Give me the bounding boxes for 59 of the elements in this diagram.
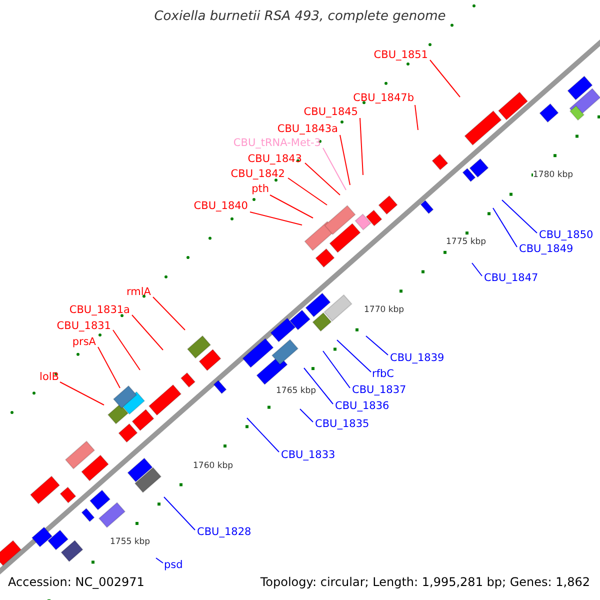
leader-line — [304, 162, 340, 196]
leader-line — [270, 194, 314, 218]
leader-line — [112, 330, 140, 370]
gene-label: CBU_1851 — [374, 49, 428, 62]
gene-label: CBU_1843a — [277, 123, 338, 136]
gene-label: CBU_1837 — [352, 384, 406, 397]
gene-label: CBU_1842 — [230, 168, 285, 181]
scale-label: 1765 kbp — [276, 386, 316, 397]
leader-line — [60, 382, 104, 406]
leader-line — [246, 418, 280, 452]
scale-label: 1760 kbp — [193, 461, 234, 472]
leader-line — [156, 558, 164, 564]
leader-line — [492, 208, 518, 248]
leader-line — [288, 178, 328, 206]
gene-label: CBU_1833 — [281, 449, 336, 462]
leader-line — [336, 340, 372, 372]
leader-line — [98, 346, 120, 388]
gene-label: prsA — [72, 336, 96, 349]
accession-note: Accession: NC_002971 — [8, 575, 144, 590]
title: Coxiella burnetii RSA 493, complete genome — [153, 10, 447, 23]
gene-label: rfbC — [372, 368, 394, 381]
gene-label: CBU_1836 — [335, 400, 390, 413]
gene-label: CBU_1839 — [390, 352, 444, 365]
scale-label: 1755 kbp — [110, 537, 150, 548]
gene-label: CBU_1849 — [519, 243, 574, 256]
gene-label: CBU_1831 — [56, 320, 111, 333]
gene-label: CBU_1831a — [69, 304, 130, 317]
gene-label: pth — [252, 183, 269, 196]
leader-line — [360, 118, 364, 176]
leader-line — [414, 104, 418, 130]
gene-label: CBU_1845 — [304, 106, 358, 119]
scale-label: 1775 kbp — [446, 237, 486, 248]
leader-line — [300, 408, 314, 422]
gene-label: CBU_tRNA-Met-3 — [233, 137, 321, 150]
gene-label: CBU_1835 — [315, 418, 370, 431]
leader-line — [322, 148, 346, 190]
leader-line — [366, 336, 388, 356]
leader-line — [132, 314, 164, 350]
gene-label: psd — [164, 559, 183, 572]
gene-label: CBU_1843 — [248, 153, 302, 166]
gene-label: CBU_1847b — [353, 92, 414, 105]
leader-line — [502, 200, 538, 234]
leader-line — [430, 60, 460, 98]
gene-label: CBU_1850 — [539, 229, 594, 242]
gene-label: CBU_1847 — [484, 272, 538, 285]
leader-line — [340, 134, 350, 186]
gene-label: lolB — [40, 371, 59, 384]
leader-line — [164, 496, 196, 530]
gene-label: CBU_1840 — [194, 200, 248, 213]
leader-line — [304, 368, 334, 404]
scale-label: 1780 kbp — [533, 170, 574, 181]
leader-line — [152, 296, 186, 330]
leader-line — [472, 262, 482, 276]
leader-line — [322, 350, 350, 388]
scale-label: 1770 kbp — [364, 305, 404, 316]
gene-label: rmlA — [126, 286, 151, 299]
leader-line — [250, 212, 302, 226]
genome-summary-note: Topology: circular; Length: 1,995,281 bp; Genes: 1,862 — [260, 575, 590, 590]
gene-label: CBU_1828 — [197, 526, 252, 539]
